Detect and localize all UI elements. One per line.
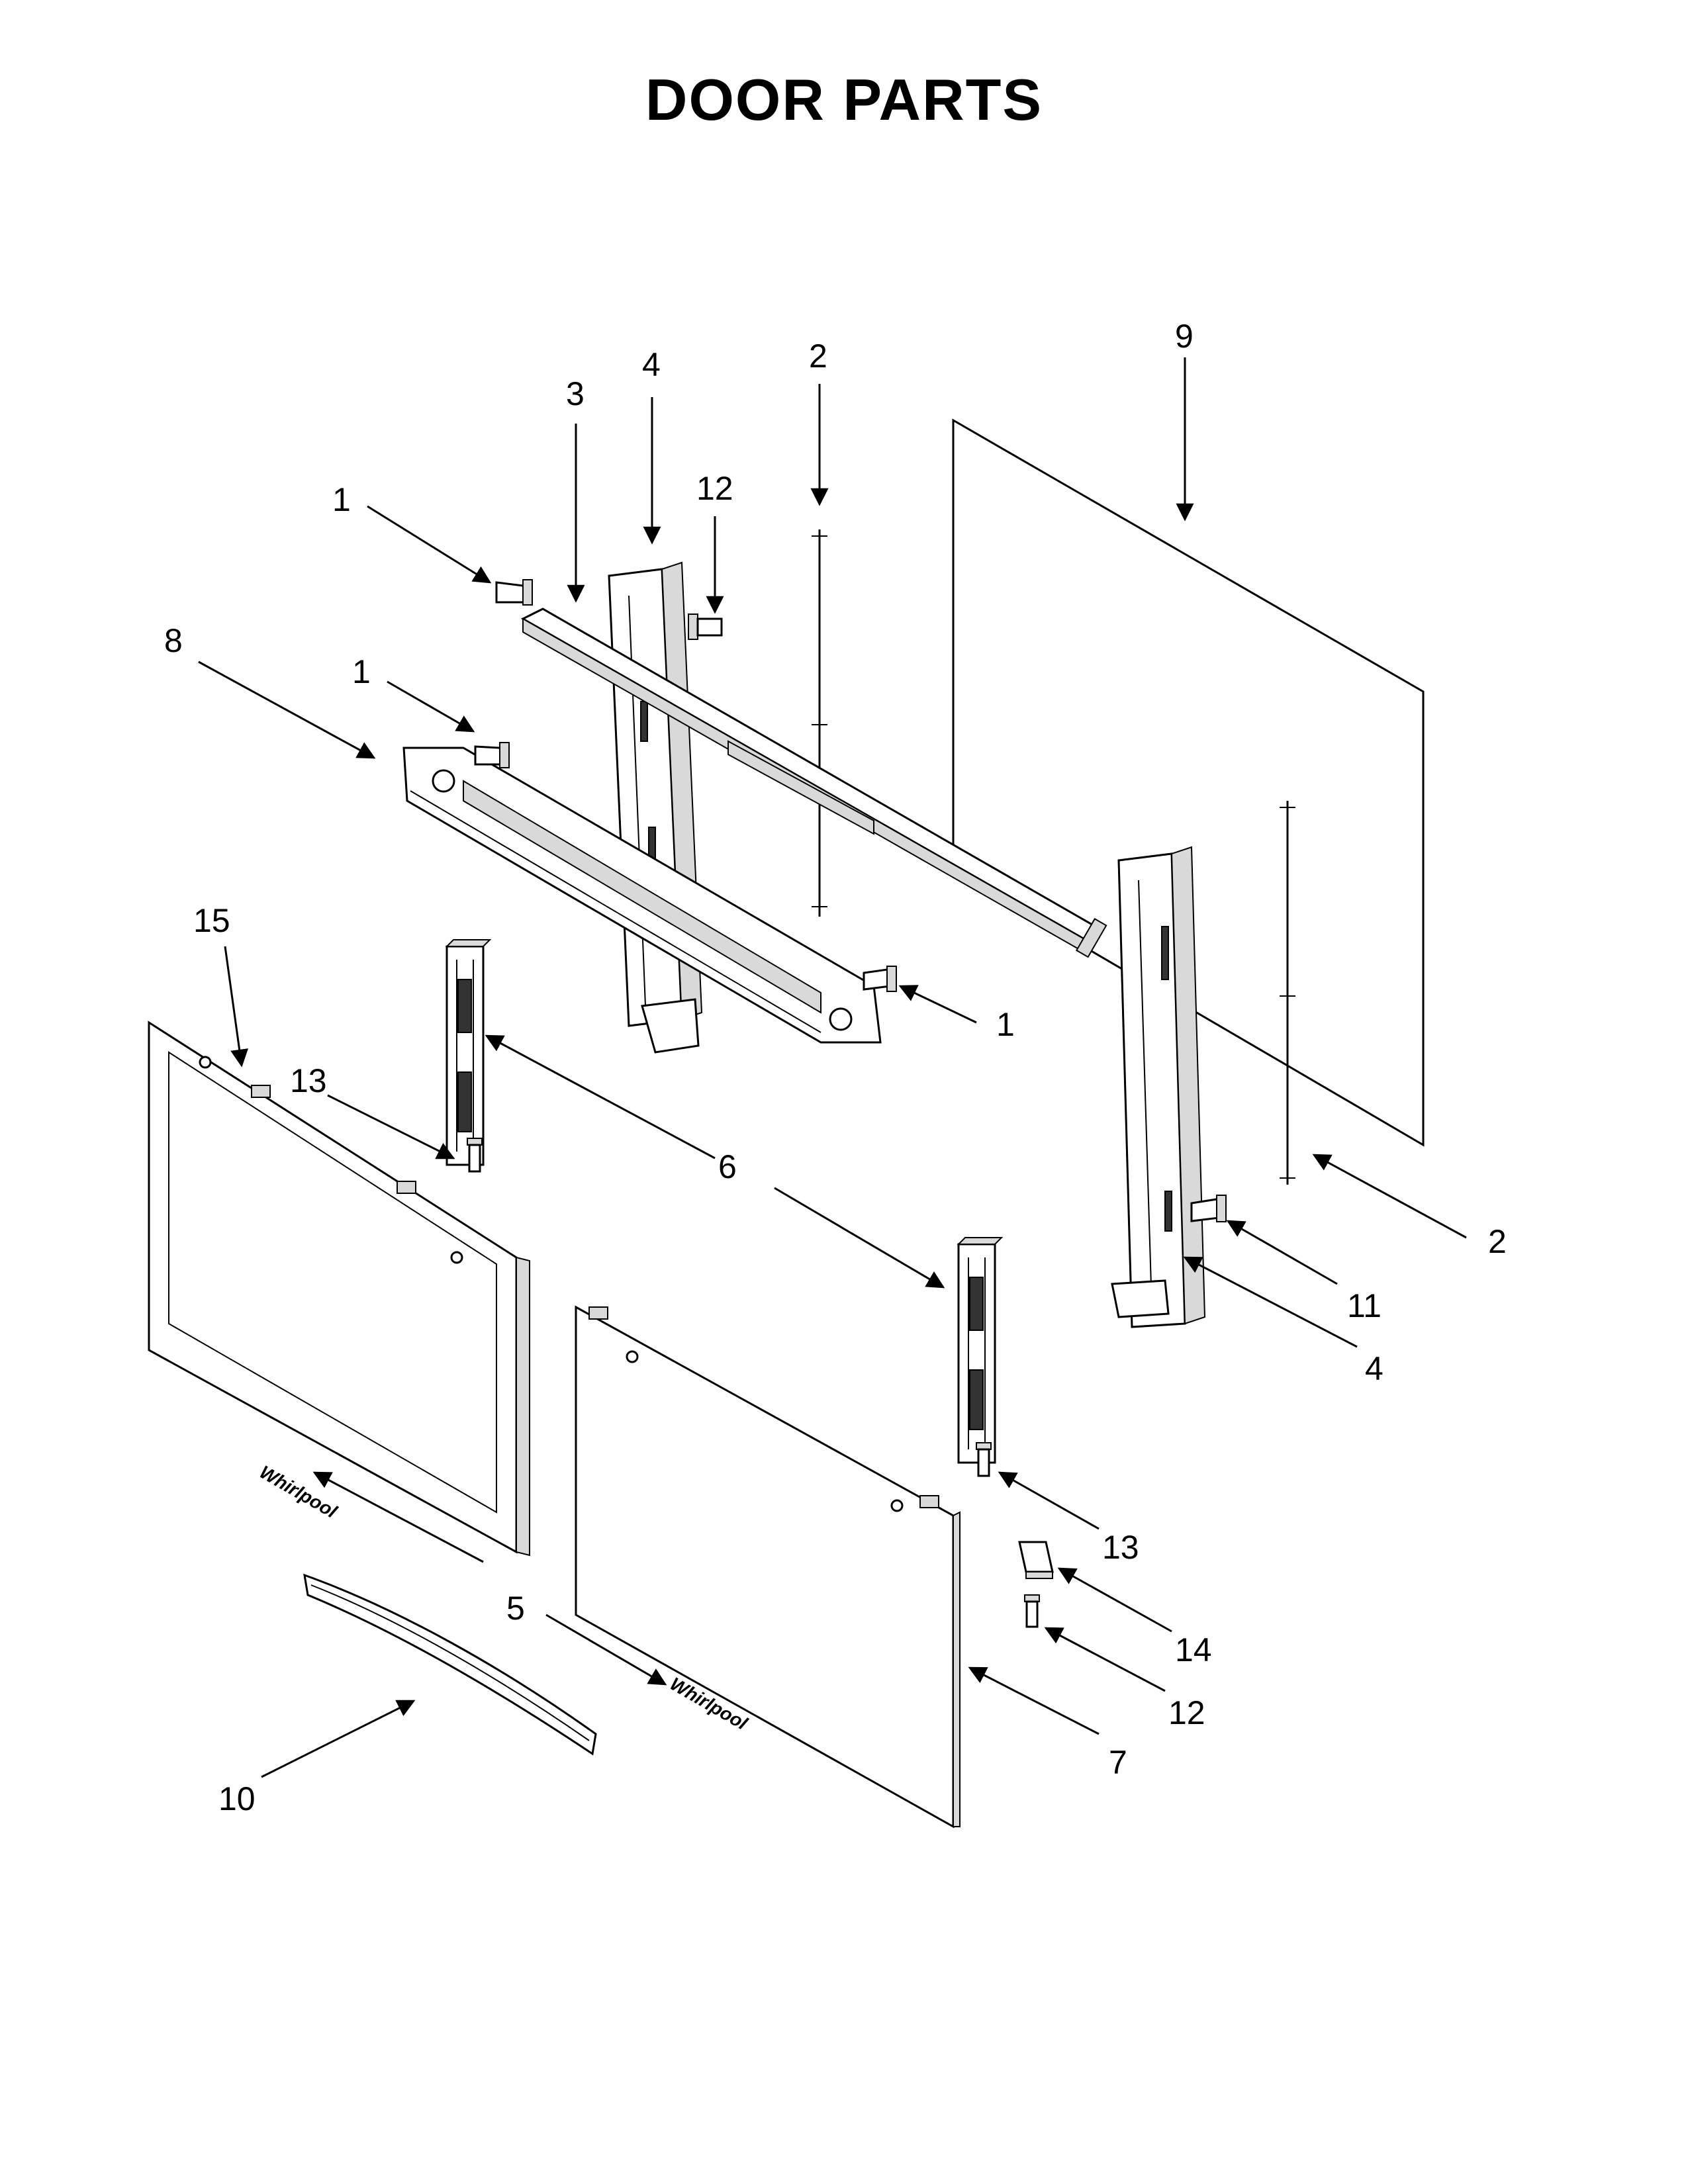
screw-part-13-upper bbox=[467, 1138, 483, 1173]
hinge-part-lower bbox=[957, 1237, 1004, 1464]
callout-2-b: 2 bbox=[1488, 1223, 1507, 1260]
top-rail-part bbox=[520, 608, 1107, 958]
callout-12-b: 12 bbox=[1168, 1694, 1205, 1731]
callout-5: 5 bbox=[506, 1590, 525, 1627]
callout-9: 9 bbox=[1175, 318, 1194, 355]
callout-4-a: 4 bbox=[642, 346, 661, 383]
callout-2-a: 2 bbox=[809, 338, 827, 375]
svg-text:Whirlpool: Whirlpool bbox=[256, 1461, 341, 1522]
screw-part-12-upper bbox=[688, 614, 723, 640]
callout-8: 8 bbox=[164, 622, 183, 659]
hinge-part-upper bbox=[445, 939, 492, 1166]
strip-part-lower bbox=[1280, 801, 1295, 1185]
glass-panel-part bbox=[952, 418, 1425, 1147]
callout-10: 10 bbox=[218, 1780, 256, 1817]
callout-12-a: 12 bbox=[696, 470, 733, 507]
strip-part-upper bbox=[812, 529, 827, 917]
callout-13-a: 13 bbox=[290, 1062, 327, 1099]
callout-15: 15 bbox=[193, 902, 230, 939]
callout-14: 14 bbox=[1175, 1631, 1212, 1668]
callout-1-a: 1 bbox=[332, 481, 351, 518]
callouts: 1 1 1 2 2 3 4 4 5 6 7 8 9 10 11 12 12 13… bbox=[164, 318, 1507, 1817]
clip-part-14 bbox=[1018, 1541, 1054, 1579]
bottom-rail-part bbox=[402, 747, 882, 1044]
outer-door-panel-part: Whirlpool bbox=[575, 1305, 961, 1829]
screw-part-13-lower bbox=[976, 1442, 992, 1477]
callout-7: 7 bbox=[1109, 1744, 1127, 1781]
callout-1-b: 1 bbox=[352, 653, 371, 690]
callout-13-b: 13 bbox=[1102, 1529, 1139, 1566]
callout-4-b: 4 bbox=[1365, 1350, 1383, 1387]
screw-part-12-lower bbox=[1024, 1594, 1040, 1628]
screw-part-11 bbox=[1190, 1195, 1227, 1222]
callout-3: 3 bbox=[566, 375, 585, 412]
leader-lines bbox=[198, 357, 1467, 1778]
vertical-channel-part-lower bbox=[1111, 846, 1206, 1328]
screw-part-b bbox=[474, 742, 510, 768]
screw-part-a bbox=[495, 579, 533, 606]
callout-11: 11 bbox=[1347, 1287, 1382, 1324]
page-title: DOOR PARTS bbox=[645, 67, 1043, 132]
callout-1-c: 1 bbox=[996, 1006, 1015, 1043]
callout-6: 6 bbox=[718, 1148, 737, 1185]
screw-part-c bbox=[863, 966, 897, 992]
door-handle-part bbox=[303, 1573, 597, 1756]
